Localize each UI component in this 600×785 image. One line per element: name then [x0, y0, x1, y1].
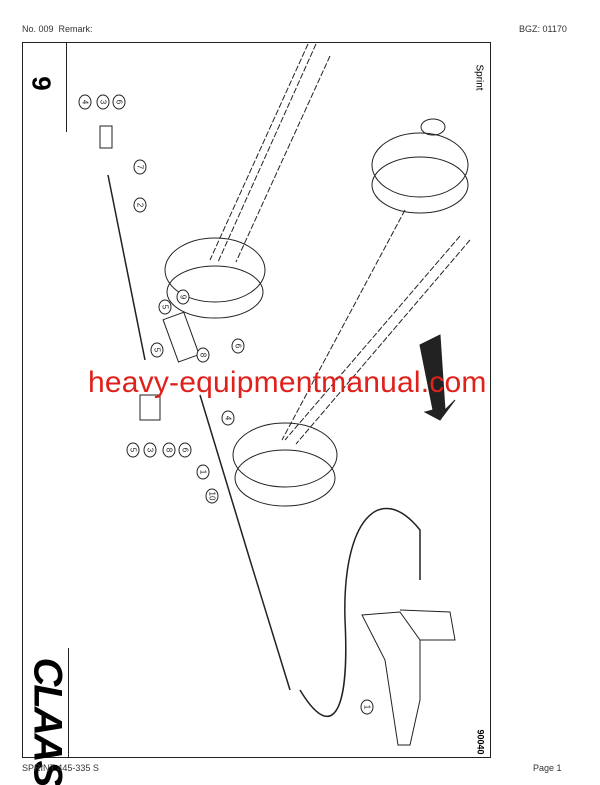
callout-circle [196, 464, 210, 480]
callout-circle [150, 342, 164, 358]
drawing-frame [22, 42, 491, 758]
linkage-parts [99, 125, 200, 421]
hand-lever [361, 609, 456, 746]
footer-model: SPRINT 445-335 S [22, 763, 99, 773]
callout-circle [176, 289, 190, 305]
callout-circle [162, 442, 176, 458]
wheel-lower [232, 422, 338, 507]
callout-number: 3 [99, 100, 108, 105]
callout-circle [112, 94, 126, 110]
divider [66, 42, 67, 132]
watermark: heavy-equipmentmanual.com [88, 366, 487, 399]
callout-number: 4 [81, 100, 90, 105]
callout-number: 1 [363, 705, 372, 710]
callout-circle [133, 159, 147, 175]
page-number: No. 009 [22, 24, 54, 34]
callout-number: 9 [179, 295, 188, 300]
callout-circle [133, 197, 147, 213]
callout-number: 4 [224, 416, 233, 421]
callout-circle [178, 442, 192, 458]
callouts: 4 3 6 7 2 5 9 5 8 6 4 5 3 8 6 1 10 1 [78, 94, 374, 715]
callout-number: 10 [208, 492, 217, 501]
callout-number: 2 [136, 203, 145, 208]
callout-circle [221, 410, 235, 426]
callout-circle [205, 488, 219, 504]
callout-number: 8 [199, 353, 208, 358]
callout-number: 3 [146, 448, 155, 453]
bgz-code: BGZ: 01170 [519, 24, 567, 34]
callout-circle [126, 442, 140, 458]
callout-circle [158, 299, 172, 315]
remark-label: Remark: [58, 24, 93, 34]
footer-page: Page 1 [533, 763, 562, 773]
header-number: No. 009 Remark: [22, 24, 93, 34]
divider [68, 648, 69, 758]
callout-number: 5 [129, 448, 138, 453]
callout-circle [360, 699, 374, 715]
callout-circle [96, 94, 110, 110]
callout-number: 8 [165, 448, 174, 453]
callout-number: 6 [234, 344, 243, 349]
brake-cable [107, 174, 421, 718]
frame-beams [209, 43, 471, 445]
callout-number: 5 [161, 305, 170, 310]
callout-number: 5 [153, 348, 162, 353]
callout-number: 6 [181, 448, 190, 453]
wheel-upper [164, 118, 469, 319]
callout-number: 6 [115, 100, 124, 105]
callout-number: 7 [136, 165, 145, 170]
direction-arrow [419, 334, 456, 421]
callout-circle [143, 442, 157, 458]
callout-circle [78, 94, 92, 110]
callout-number: 1 [199, 470, 208, 475]
callout-circle [231, 338, 245, 354]
callout-circle [196, 347, 210, 363]
